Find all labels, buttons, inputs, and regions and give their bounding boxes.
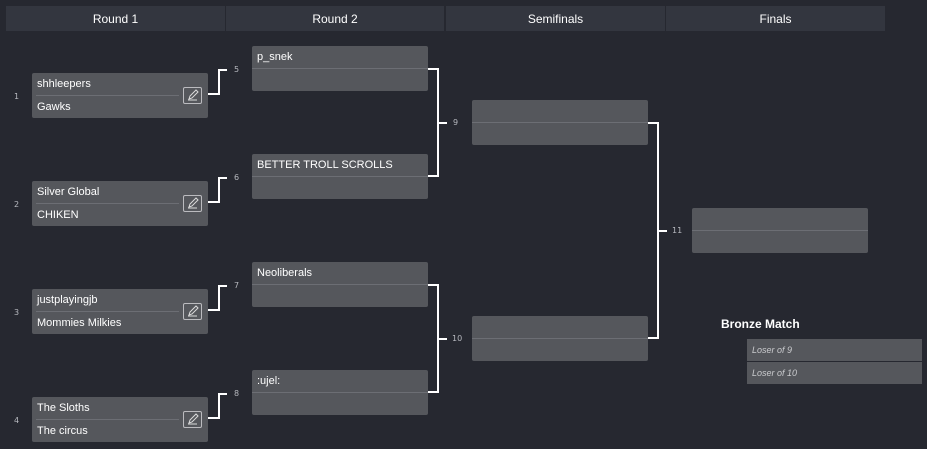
- seed-number: 1: [14, 92, 20, 101]
- match-r2-7[interactable]: Neoliberals: [252, 262, 428, 307]
- team-slot[interactable]: justplayingjb: [37, 294, 98, 306]
- team-slot[interactable]: Mommies Milkies: [37, 317, 122, 329]
- connector-line: [428, 175, 438, 177]
- connector-line: [208, 201, 219, 203]
- team-slot[interactable]: CHIKEN: [37, 209, 79, 221]
- bronze-slot-1[interactable]: Loser of 9: [747, 339, 922, 361]
- team-slot[interactable]: [472, 123, 648, 145]
- team-slot[interactable]: shhleepers: [37, 78, 91, 90]
- divider: [36, 203, 179, 204]
- team-slot[interactable]: [472, 100, 648, 122]
- match-r1-3[interactable]: justplayingjb Mommies Milkies: [32, 289, 208, 334]
- divider: [252, 176, 428, 177]
- connector-line: [218, 177, 227, 179]
- match-number: 5: [234, 65, 240, 74]
- divider: [252, 284, 428, 285]
- bronze-slot-2[interactable]: Loser of 10: [747, 362, 922, 384]
- match-number: 9: [453, 118, 459, 127]
- connector-line: [657, 230, 667, 232]
- match-number: 11: [672, 226, 683, 235]
- match-number: 6: [234, 173, 240, 182]
- match-semi-9[interactable]: [472, 100, 648, 145]
- match-r2-6[interactable]: BETTER TROLL SCROLLS: [252, 154, 428, 199]
- match-r1-4[interactable]: The Sloths The circus: [32, 397, 208, 442]
- connector-line: [218, 393, 227, 395]
- connector-line: [437, 122, 447, 124]
- team-slot[interactable]: Neoliberals: [257, 267, 313, 279]
- edit-pencil-icon[interactable]: [183, 195, 202, 212]
- edit-pencil-icon[interactable]: [183, 411, 202, 428]
- edit-pencil-icon[interactable]: [183, 303, 202, 320]
- seed-number: 2: [14, 200, 20, 209]
- match-number: 7: [234, 281, 240, 290]
- divider: [36, 311, 179, 312]
- divider: [36, 419, 179, 420]
- team-slot[interactable]: The circus: [37, 425, 88, 437]
- connector-line: [428, 284, 438, 286]
- team-slot[interactable]: [472, 339, 648, 361]
- team-slot[interactable]: BETTER TROLL SCROLLS: [257, 159, 393, 171]
- divider: [36, 95, 179, 96]
- seed-number: 3: [14, 308, 20, 317]
- connector-line: [428, 391, 438, 393]
- match-r1-1[interactable]: shhleepers Gawks: [32, 73, 208, 118]
- team-slot[interactable]: p_snek: [257, 51, 293, 63]
- round-header-finals: Finals: [666, 6, 885, 31]
- match-number: 8: [234, 389, 240, 398]
- seed-number: 4: [14, 416, 20, 425]
- edit-pencil-icon[interactable]: [183, 87, 202, 104]
- match-r2-8[interactable]: :ujel:: [252, 370, 428, 415]
- connector-line: [648, 337, 658, 339]
- connector-line: [208, 93, 219, 95]
- connector-line: [428, 68, 438, 70]
- connector-line: [218, 69, 220, 95]
- bronze-match-title: Bronze Match: [721, 317, 800, 331]
- connector-line: [218, 69, 227, 71]
- team-slot[interactable]: The Sloths: [37, 402, 90, 414]
- team-slot[interactable]: [252, 69, 428, 91]
- connector-line: [437, 338, 447, 340]
- team-slot[interactable]: [252, 177, 428, 199]
- team-slot[interactable]: [692, 231, 868, 253]
- connector-line: [218, 393, 220, 419]
- match-number: 10: [452, 334, 463, 343]
- divider: [252, 392, 428, 393]
- match-r1-2[interactable]: Silver Global CHIKEN: [32, 181, 208, 226]
- match-semi-10[interactable]: [472, 316, 648, 361]
- connector-line: [218, 285, 220, 311]
- connector-line: [208, 417, 219, 419]
- divider: [472, 338, 648, 339]
- round-header-1: Round 1: [6, 6, 225, 31]
- team-slot[interactable]: Gawks: [37, 101, 71, 113]
- connector-line: [208, 309, 219, 311]
- divider: [472, 122, 648, 123]
- match-r2-5[interactable]: p_snek: [252, 46, 428, 91]
- team-slot[interactable]: [692, 208, 868, 230]
- connector-line: [648, 122, 658, 124]
- round-header-semifinals: Semifinals: [446, 6, 665, 31]
- connector-line: [218, 177, 220, 203]
- divider: [692, 230, 868, 231]
- divider: [252, 68, 428, 69]
- match-final-11[interactable]: [692, 208, 868, 253]
- connector-line: [218, 285, 227, 287]
- team-slot[interactable]: [252, 285, 428, 307]
- team-slot[interactable]: Silver Global: [37, 186, 100, 198]
- team-slot[interactable]: [252, 393, 428, 415]
- team-slot[interactable]: :ujel:: [257, 375, 281, 387]
- team-slot[interactable]: [472, 316, 648, 338]
- round-header-2: Round 2: [226, 6, 444, 31]
